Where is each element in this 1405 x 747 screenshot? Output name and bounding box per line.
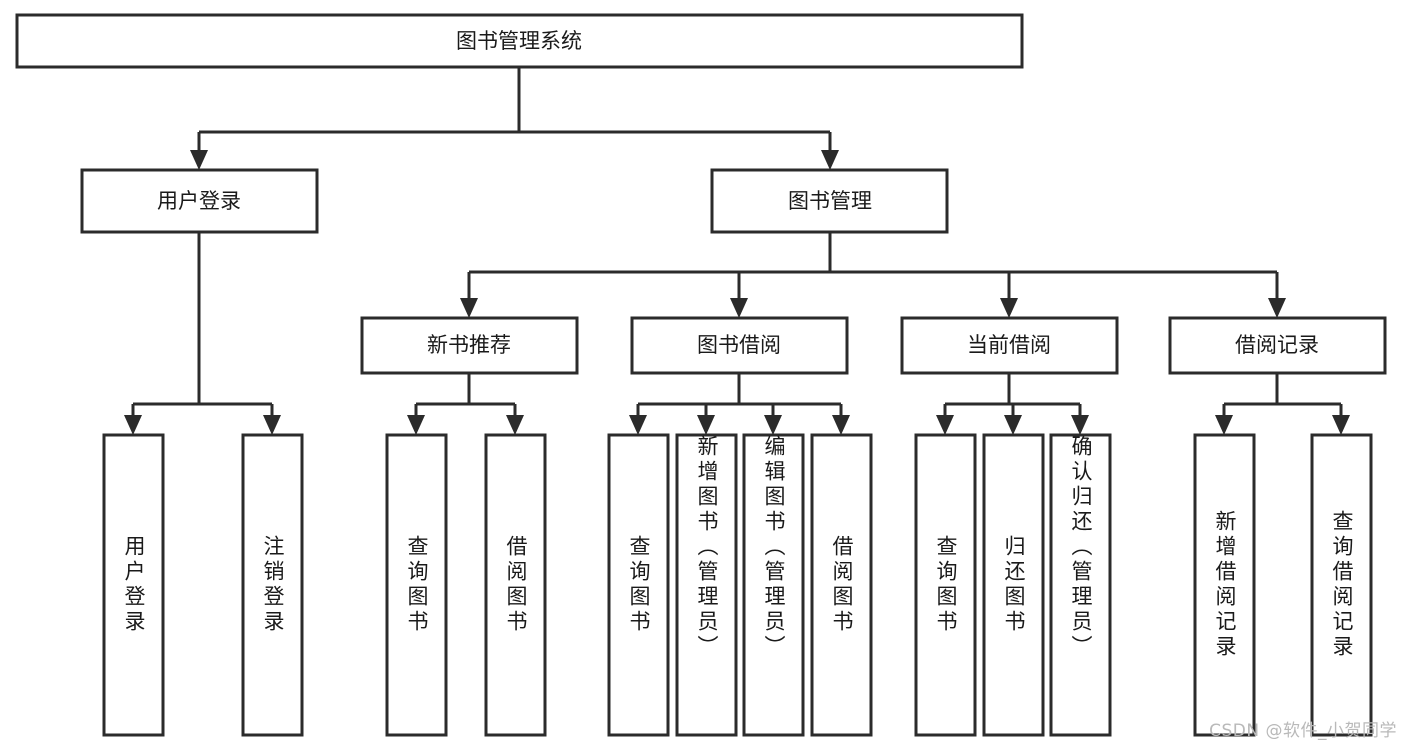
arrow-head-borrow-record-leaf-1 <box>1215 415 1233 435</box>
node-box-leaf-new-book-2[interactable] <box>484 433 547 737</box>
arrow-head-new-book-leaf-1 <box>407 415 425 435</box>
node-label-book-manage: 图书管理 <box>788 189 872 213</box>
arrow-head-current-borrow <box>1000 298 1018 318</box>
arrow-head-book-borrow-leaf-1 <box>629 415 647 435</box>
arrow-head-book-borrow-leaf-4 <box>832 415 850 435</box>
connector-group-user-login <box>124 232 281 435</box>
node-box-leaf-current-borrow-2[interactable] <box>982 433 1045 737</box>
arrow-head-new-book-leaf-2 <box>506 415 524 435</box>
node-box-borrow-record[interactable] <box>1168 316 1387 375</box>
node-box-leaf-book-borrow-1[interactable] <box>607 433 670 737</box>
connector-group-new-book <box>407 373 524 435</box>
arrow-head-current-borrow-leaf-1 <box>936 415 954 435</box>
arrow-head-borrow-record <box>1268 298 1286 318</box>
node-label-current-borrow: 当前借阅 <box>967 333 1051 357</box>
connector-group-borrow-record <box>1215 373 1350 435</box>
arrow-head-user-login <box>190 150 208 170</box>
connector-group-root <box>190 67 839 170</box>
node-label-borrow-record: 借阅记录 <box>1235 333 1319 357</box>
connector-group-current-borrow <box>936 373 1089 435</box>
node-box-leaf-borrow-record-2[interactable] <box>1310 433 1373 737</box>
node-box-current-borrow[interactable] <box>900 316 1119 375</box>
arrow-head-book-borrow-leaf-2 <box>697 415 715 435</box>
node-box-new-book-recommend[interactable] <box>360 316 579 375</box>
arrow-head-book-manage <box>821 150 839 170</box>
arrow-head-user-login-leaf-2 <box>263 415 281 435</box>
arrow-head-current-borrow-leaf-3 <box>1071 415 1089 435</box>
node-label-root: 图书管理系统 <box>456 29 582 53</box>
node-label-book-borrow: 图书借阅 <box>697 333 781 357</box>
node-box-leaf-borrow-record-1[interactable] <box>1193 433 1256 737</box>
arrow-head-user-login-leaf-1 <box>124 415 142 435</box>
arrow-head-borrow-record-leaf-2 <box>1332 415 1350 435</box>
connector-group-book-borrow <box>629 373 850 435</box>
node-box-leaf-user-login-2[interactable] <box>241 433 304 737</box>
node-box-leaf-current-borrow-1[interactable] <box>914 433 977 737</box>
node-box-leaf-book-borrow-2[interactable] <box>675 433 738 737</box>
node-box-leaf-user-login-1[interactable] <box>102 433 165 737</box>
node-box-leaf-new-book-1[interactable] <box>385 433 448 737</box>
node-box-book-manage[interactable] <box>710 168 949 234</box>
arrow-head-current-borrow-leaf-2 <box>1004 415 1022 435</box>
node-label-user-login: 用户登录 <box>157 189 241 213</box>
node-box-user-login[interactable] <box>80 168 319 234</box>
node-label-new-book-recommend: 新书推荐 <box>427 333 511 357</box>
arrow-head-book-borrow-leaf-3 <box>764 415 782 435</box>
node-box-book-borrow[interactable] <box>630 316 849 375</box>
connector-group-book-manage <box>460 232 1286 318</box>
arrow-head-new-book <box>460 298 478 318</box>
node-box-leaf-current-borrow-3[interactable] <box>1049 433 1112 737</box>
node-box-leaf-book-borrow-4[interactable] <box>810 433 873 737</box>
node-box-leaf-book-borrow-3[interactable] <box>742 433 805 737</box>
arrow-head-book-borrow <box>730 298 748 318</box>
node-box-root[interactable] <box>15 13 1024 69</box>
